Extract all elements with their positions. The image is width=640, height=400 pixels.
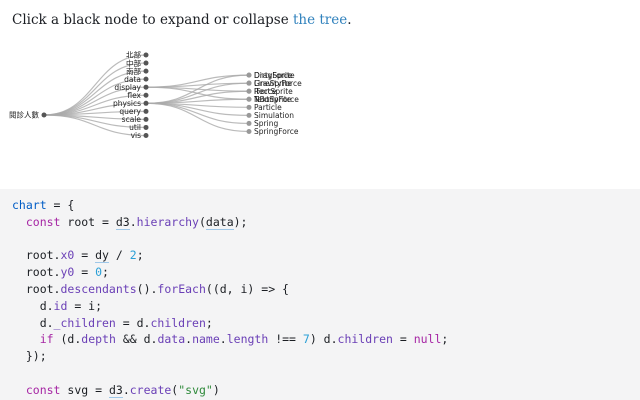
link-physics-springforce bbox=[145, 102, 250, 133]
link-root-vis bbox=[43, 114, 147, 137]
node-label: IForce bbox=[254, 87, 277, 96]
code-line: d._children = d.children; bbox=[12, 315, 213, 330]
intro-text: Click a black node to expand or collapse… bbox=[12, 12, 352, 28]
tree-node--[interactable]: 南部 bbox=[126, 66, 149, 76]
node-label: scale bbox=[122, 115, 142, 124]
node-dot bbox=[246, 128, 252, 134]
tree-node-vis[interactable]: vis bbox=[131, 131, 149, 140]
node-label: Simulation bbox=[254, 111, 294, 120]
node-label: flex bbox=[127, 91, 141, 100]
tree-leaf-simulation: Simulation bbox=[246, 111, 294, 120]
node-dot bbox=[246, 104, 252, 110]
intro-prefix: Click a black node to expand or collapse bbox=[12, 12, 293, 28]
node-dot[interactable] bbox=[143, 84, 149, 90]
tree-node-query[interactable]: query bbox=[119, 107, 149, 116]
node-label: 中部 bbox=[126, 58, 141, 68]
code-line: root.y0 = 0; bbox=[12, 265, 109, 280]
code-line: }); bbox=[12, 349, 47, 364]
code-line: chart = { bbox=[12, 198, 75, 212]
node-dot bbox=[246, 120, 252, 126]
node-dot bbox=[246, 80, 252, 86]
node-label: 閱診人數 bbox=[9, 110, 39, 120]
node-label: SpringForce bbox=[254, 127, 299, 136]
code-cell[interactable]: chart = { const root = d3.hierarchy(data… bbox=[0, 189, 640, 400]
node-label: DragForce bbox=[254, 71, 293, 80]
tree-leaf-springforce: SpringForce bbox=[246, 127, 299, 136]
tree-leaf-nbodyforce: NBodyForce bbox=[246, 95, 299, 104]
node-label: TextSprite bbox=[253, 95, 292, 104]
node-label: util bbox=[129, 123, 141, 132]
node-dot[interactable] bbox=[143, 76, 149, 82]
node-dot[interactable] bbox=[41, 112, 47, 118]
node-dot[interactable] bbox=[143, 133, 149, 138]
link-physics-nbodyforce bbox=[145, 98, 250, 104]
link-physics-spring bbox=[145, 102, 250, 125]
node-label: 北部 bbox=[126, 50, 141, 60]
tree-node-flex[interactable]: flex bbox=[127, 91, 149, 100]
tree-node-data[interactable]: data bbox=[124, 75, 149, 84]
node-dot[interactable] bbox=[143, 100, 149, 106]
node-dot[interactable] bbox=[143, 116, 149, 122]
node-dot bbox=[246, 96, 252, 102]
node-label: data bbox=[124, 75, 141, 84]
node-dot bbox=[246, 88, 252, 94]
tree-leaf-particle: Particle bbox=[246, 103, 282, 112]
code-line: const root = d3.hierarchy(data); bbox=[25, 214, 248, 230]
node-label: query bbox=[119, 107, 141, 116]
code-line: d.id = i; bbox=[12, 298, 103, 313]
node-label: physics bbox=[113, 99, 141, 108]
tree-node--[interactable]: 北部 bbox=[126, 50, 149, 60]
node-label: display bbox=[114, 83, 141, 92]
code-line: const svg = d3.create("svg") bbox=[25, 382, 220, 398]
tree-node-display[interactable]: display bbox=[114, 83, 149, 92]
node-label: 南部 bbox=[126, 66, 141, 76]
code-block: chart = { const root = d3.hierarchy(data… bbox=[0, 189, 640, 400]
intro-suffix: . bbox=[347, 12, 352, 28]
node-label: DirtySprite bbox=[254, 71, 295, 80]
node-label: LineSprite bbox=[254, 79, 292, 88]
node-label: RectSprite bbox=[254, 87, 293, 96]
code-line: root.descendants().forEach((d, i) => { bbox=[12, 281, 289, 296]
node-dot[interactable] bbox=[143, 124, 149, 130]
node-label: Spring bbox=[254, 119, 278, 128]
tree-node-root[interactable]: 閱診人數 bbox=[9, 110, 47, 120]
tree-links bbox=[43, 54, 250, 137]
node-dot[interactable] bbox=[143, 108, 149, 114]
node-dot[interactable] bbox=[143, 68, 149, 74]
tree-leaf-gravityforce: GravityForce bbox=[246, 79, 302, 88]
node-dot bbox=[246, 72, 252, 78]
node-dot bbox=[246, 112, 252, 118]
tree-leaf-dragforce: DragForce bbox=[246, 71, 293, 80]
node-label: Particle bbox=[254, 103, 282, 112]
node-dot[interactable] bbox=[143, 92, 149, 98]
tree-node-physics[interactable]: physics bbox=[113, 99, 149, 108]
node-label: NBodyForce bbox=[254, 95, 299, 104]
tree-leaf-iforce: IForce bbox=[246, 87, 277, 96]
code-line: root.x0 = dy / 2; bbox=[12, 248, 144, 264]
node-dot[interactable] bbox=[143, 52, 149, 58]
tree-node-util[interactable]: util bbox=[129, 123, 149, 132]
tree-node--[interactable]: 中部 bbox=[126, 58, 149, 68]
tree-node-scale[interactable]: scale bbox=[122, 115, 149, 124]
tree-leaf-spring: Spring bbox=[246, 119, 278, 128]
the-tree-link[interactable]: the tree bbox=[292, 12, 348, 28]
node-dot[interactable] bbox=[143, 60, 149, 66]
code-line: if (d.depth && d.data.name.length !== 7)… bbox=[39, 332, 449, 347]
node-label: GravityForce bbox=[254, 79, 302, 88]
node-label: vis bbox=[131, 131, 142, 140]
